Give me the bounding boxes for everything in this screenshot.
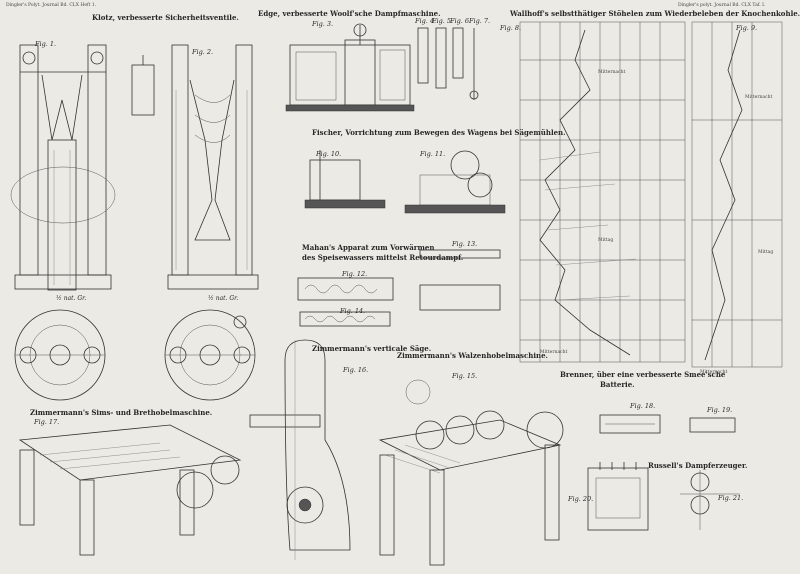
title-zim-walzen: Zimmermann's Walzenhobelmaschine.	[397, 351, 548, 360]
figs4-7-valve-parts	[417, 27, 479, 100]
fig8-diagram-chart	[519, 21, 686, 363]
chart8-label-2: Mittag	[598, 238, 614, 243]
scale-note-1: ½ nat. Gr.	[56, 295, 87, 302]
fig-label-2: Fig. 2.	[192, 48, 214, 56]
fig-label-17: Fig. 17.	[34, 418, 60, 426]
fig13-preheater-drawing	[419, 249, 501, 311]
fig-label-11: Fig. 11.	[420, 150, 446, 158]
fig14-preheater-drawing	[299, 311, 391, 327]
fig-label-13: Fig. 13.	[452, 240, 478, 248]
chart9-label-2: Mittag	[758, 250, 774, 255]
fig2-valve-section-drawing	[167, 44, 259, 290]
fig-label-15: Fig. 15.	[452, 372, 478, 380]
chart8-label-1: Mitternacht	[598, 70, 626, 75]
fig-label-7: Fig. 7.	[469, 17, 491, 25]
valve-plan-circle-right	[164, 309, 256, 401]
fig-label-21: Fig. 21.	[718, 494, 744, 502]
fig1-weight-drawing	[131, 55, 155, 116]
fig-label-1: Fig. 1.	[35, 40, 57, 48]
header-right: Dingler's polyt. Journal Bd. CLX Taf. I.	[678, 3, 766, 8]
title-klotz: Klotz, verbesserte Sicherheitsventile.	[92, 13, 239, 22]
fig3-woolf-engine-drawing	[285, 23, 415, 112]
title-zim-saege: Zimmermann's verticale Säge.	[312, 344, 432, 353]
fig10-saw-carriage-drawing	[304, 150, 386, 209]
fig-label-9: Fig. 9.	[736, 24, 758, 32]
chart8-label-3: Mitternacht	[540, 350, 568, 355]
fig-label-5: Fig. 5.	[432, 17, 454, 25]
title-edge: Edge, verbesserte Woolf'sche Dampfmaschi…	[258, 9, 441, 18]
fig16-vertical-saw-drawing	[249, 339, 351, 560]
fig-label-4: Fig. 4.	[415, 17, 437, 25]
title-russell: Russell's Dampferzeuger.	[648, 461, 748, 470]
valve-plan-circle-left	[14, 309, 106, 401]
chart9-label-1: Mitternacht	[745, 95, 773, 100]
fig12-preheater-drawing	[297, 277, 394, 301]
fig-label-19: Fig. 19.	[707, 406, 733, 414]
fig9-diagram-chart	[691, 21, 783, 368]
title-fischer: Fischer, Vorrichtung zum Bewegen des Wag…	[312, 128, 566, 137]
title-brenner-2: Batterie.	[600, 380, 635, 389]
fig15-roller-planer-drawing	[378, 379, 564, 566]
fig19-battery-drawing	[689, 417, 736, 433]
fig-label-3: Fig. 3.	[312, 20, 334, 28]
fig-label-6: Fig. 6.	[450, 17, 472, 25]
fig-label-8: Fig. 8.	[500, 24, 522, 32]
scale-note-2: ½ nat. Gr.	[208, 295, 239, 302]
title-wallhoff: Wallhoff's selbstthätiger Stöhelen zum W…	[510, 9, 800, 18]
fig-label-12: Fig. 12.	[342, 270, 368, 278]
fig21-steam-generator-drawing	[680, 470, 740, 530]
fig18-battery-drawing	[599, 414, 661, 434]
chart9-label-3: Mitternacht	[700, 370, 728, 375]
fig-label-10: Fig. 10.	[316, 150, 342, 158]
title-brenner-1: Brenner, über eine verbesserte Smee'sche	[560, 370, 726, 379]
header-left: Dingler's Polyt. Journal Bd. CLX Heft 1.	[6, 3, 97, 8]
fig20-steam-generator-drawing	[587, 462, 649, 531]
fig-label-14: Fig. 14.	[340, 307, 366, 315]
fig-label-16: Fig. 16.	[343, 366, 369, 374]
fig-label-20: Fig. 20.	[568, 495, 594, 503]
title-zim-sims: Zimmermann's Sims- und Brethobelmaschine…	[30, 408, 213, 417]
fig11-saw-carriage-drawing	[404, 150, 506, 214]
fig17-moulding-planer-drawing	[18, 424, 242, 556]
fig1-safety-valve-drawing	[10, 44, 116, 291]
fig-label-18: Fig. 18.	[630, 402, 656, 410]
title-mahan-1: Mahan's Apparat zum Vorwärmen	[302, 243, 435, 252]
title-mahan-2: des Speisewassers mittelst Retourdampf.	[302, 253, 464, 262]
